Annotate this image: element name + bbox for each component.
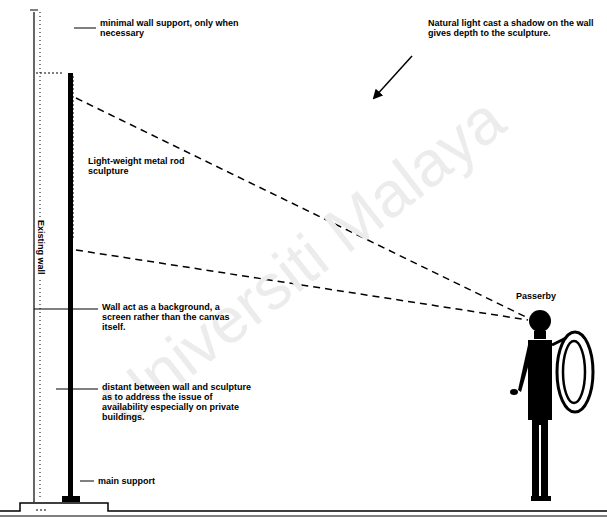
callout-label: main support (98, 476, 188, 486)
sculpture-rod (68, 73, 73, 497)
callout-label: Natural light cast a shadow on the wall … (428, 18, 600, 38)
main-support (62, 496, 80, 502)
callout-label: Passerby (516, 291, 576, 301)
leader-line (56, 389, 98, 390)
ground-line (0, 503, 607, 511)
callout-label: Light-weight metal rod sculpture (88, 156, 188, 176)
leader-line (74, 28, 96, 29)
callout-label: minimal wall support, only when necessar… (100, 18, 240, 38)
leader-line (80, 481, 94, 482)
light-arrow (374, 56, 412, 98)
passerby-figure (510, 310, 593, 501)
leader-line (34, 309, 98, 310)
wall-line (33, 12, 34, 502)
callout-label: Wall act as a background, a screen rathe… (102, 302, 242, 332)
callout-label: distant between wall and sculpture as to… (102, 382, 252, 422)
dimension-label: Existing wall (36, 218, 46, 277)
